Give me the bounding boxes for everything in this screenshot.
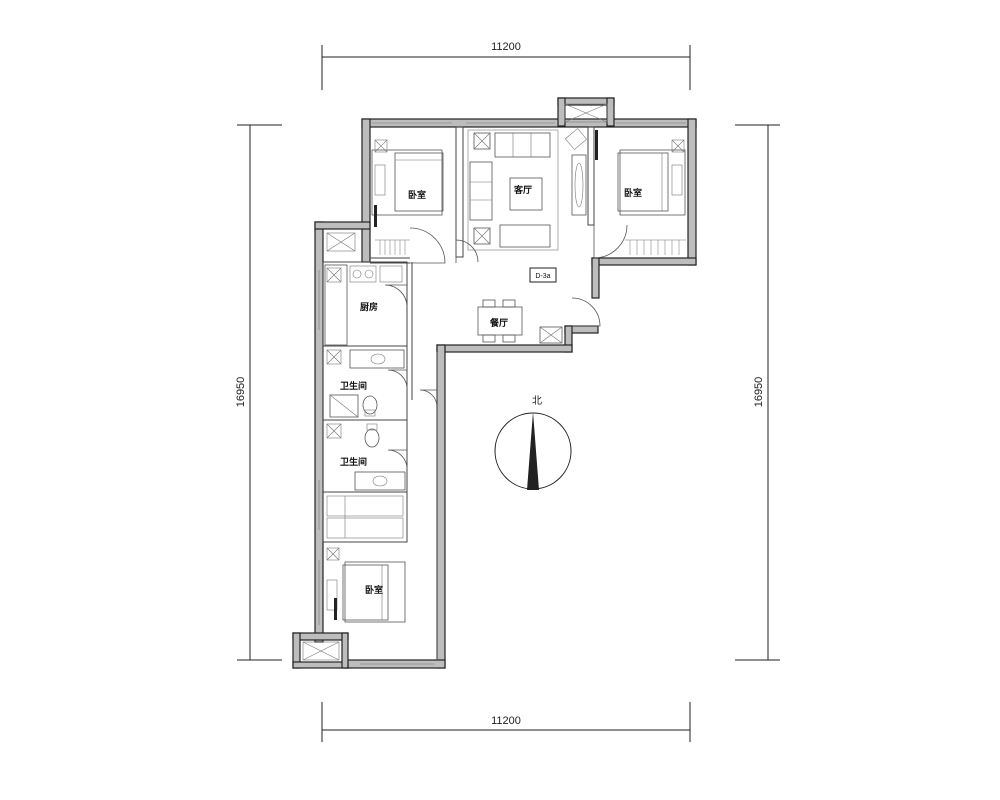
balcony-units [302, 103, 608, 661]
dimension-right-label: 16950 [753, 377, 765, 408]
bedroom-top-right: 卧室 [593, 130, 686, 259]
dimension-bottom: 11200 [321, 702, 691, 742]
unit-tag: D-3a [529, 267, 557, 283]
dimension-top-label: 11200 [491, 41, 521, 53]
compass: 北 [494, 395, 572, 490]
dimension-right: 16950 [735, 124, 780, 661]
dining-room: 餐厅 [477, 297, 601, 344]
compass-needle [527, 412, 539, 490]
bedroom-top-left: 卧室 [371, 139, 446, 264]
room-label-bedroom-top-right: 卧室 [624, 187, 642, 199]
bathroom-2: 卫生间 [326, 423, 408, 491]
room-label-dining-room: 餐厅 [489, 317, 508, 329]
unit-tag-label: D-3a [535, 273, 550, 280]
interior-walls [322, 126, 595, 660]
bedroom-bottom: 卧室 [326, 389, 438, 623]
room-label-bedroom-bottom: 卧室 [365, 584, 383, 596]
compass-north-label: 北 [532, 395, 542, 407]
room-label-bathroom-2: 卫生间 [340, 456, 367, 468]
room-label-kitchen: 厨房 [360, 301, 378, 313]
room-label-bathroom-1: 卫生间 [340, 380, 367, 392]
kitchen: 厨房 [324, 264, 408, 346]
dimension-left-label: 16950 [235, 377, 247, 408]
wardrobe [326, 495, 404, 539]
room-label-bedroom-top-left: 卧室 [408, 189, 426, 201]
room-label-living-room: 客厅 [513, 184, 532, 196]
bathroom-1: 卫生间 [326, 349, 408, 418]
dimension-top: 11200 [321, 41, 691, 90]
windows [318, 122, 686, 665]
living-room: 客厅 [455, 128, 588, 263]
dimension-left: 16950 [235, 124, 282, 661]
dimension-bottom-label: 11200 [491, 715, 521, 727]
